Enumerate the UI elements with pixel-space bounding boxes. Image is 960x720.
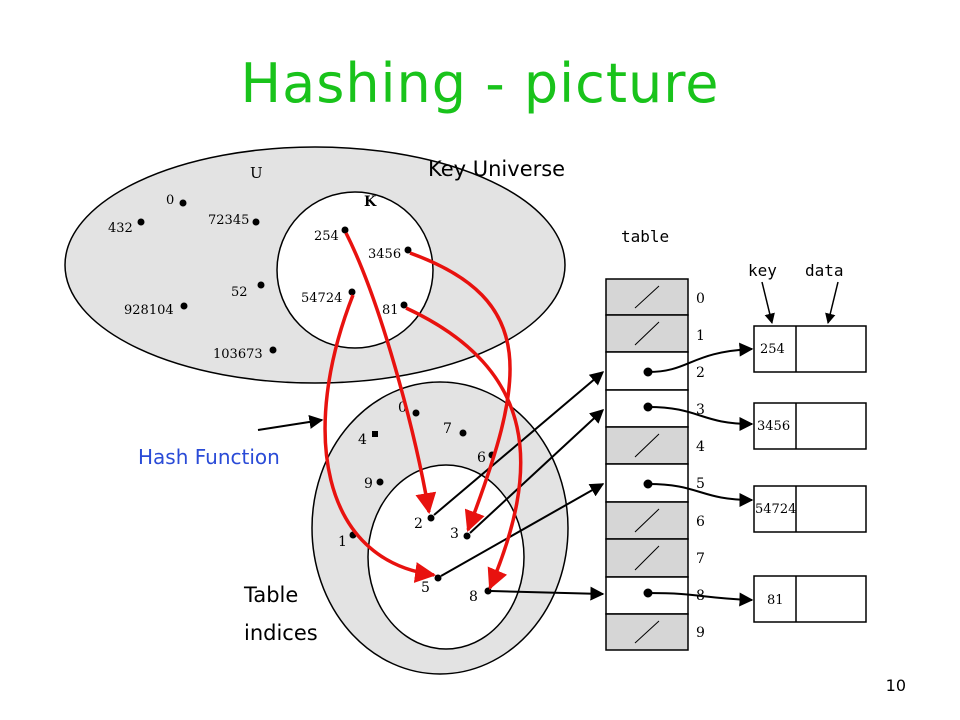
index-4: 4: [358, 431, 378, 448]
svg-text:432: 432: [108, 221, 133, 236]
used-indices-circle: [367, 464, 525, 650]
index-9: 9: [364, 476, 384, 492]
hash-3456-to-3: [409, 251, 512, 532]
svg-text:1: 1: [338, 534, 347, 550]
svg-text:3456: 3456: [757, 419, 790, 434]
key-54724: 54724: [301, 288, 356, 306]
row-label-0: 0: [696, 291, 705, 307]
record-3456: 3456: [753, 402, 867, 450]
pointer-slot-5: [647, 483, 754, 507]
svg-text:3456: 3456: [368, 247, 401, 262]
svg-text:0: 0: [398, 400, 407, 416]
svg-text:0: 0: [166, 193, 174, 208]
svg-text:54724: 54724: [301, 291, 342, 306]
arrow-index-5: [440, 483, 605, 577]
svg-text:81: 81: [382, 303, 399, 318]
svg-text:103673: 103673: [213, 347, 263, 362]
svg-text:72345: 72345: [208, 213, 249, 228]
slide-number: 10: [885, 676, 906, 695]
hash-54724-to-5: [323, 294, 437, 583]
hash-254-to-2: [344, 232, 437, 515]
svg-text:254: 254: [760, 342, 785, 357]
index-5: 5: [421, 574, 442, 596]
key-pointer-arrow: [761, 281, 775, 325]
row-label-5: 5: [696, 476, 705, 492]
key-0: 0: [166, 193, 187, 208]
arrow-index-3: [469, 409, 605, 534]
pointer-slot-2: [647, 342, 754, 373]
svg-text:8: 8: [469, 589, 478, 605]
key-3456: 3456: [368, 246, 412, 262]
row-label-7: 7: [696, 551, 705, 567]
svg-text:4: 4: [358, 432, 367, 448]
row-label-1: 1: [696, 328, 705, 344]
pointer-slot-8: [647, 592, 754, 607]
row-label-9: 9: [696, 625, 705, 641]
key-928104: 928104: [124, 302, 188, 318]
svg-text:928104: 928104: [124, 303, 174, 318]
svg-text:81: 81: [767, 593, 784, 608]
universe-label-u: U: [250, 164, 263, 182]
table-indices-label-line2: indices: [244, 621, 318, 645]
index-3: 3: [450, 526, 471, 542]
svg-text:7: 7: [443, 421, 452, 437]
row-label-6: 6: [696, 514, 705, 530]
index-7: 7: [443, 421, 467, 437]
data-column-label: data: [805, 261, 844, 280]
record-254: 254: [753, 325, 867, 373]
index-0: 0: [398, 400, 420, 417]
svg-text:3: 3: [450, 526, 459, 542]
key-254: 254: [314, 226, 349, 244]
empty-slot-slashes: [634, 285, 660, 644]
key-universe-label: Key Universe: [428, 157, 565, 181]
svg-text:6: 6: [477, 450, 486, 466]
table-row-labels: 0 1 2 3 4 5 6 7 8 9: [696, 291, 705, 641]
hash-81-to-8: [405, 306, 523, 590]
index-2: 2: [414, 514, 435, 532]
slide-title: Hashing - picture: [240, 52, 720, 115]
data-pointer-arrow: [825, 281, 839, 325]
svg-text:9: 9: [364, 476, 373, 492]
key-52: 52: [231, 281, 265, 300]
table-label: table: [621, 227, 669, 246]
key-103673: 103673: [213, 346, 277, 362]
svg-text:52: 52: [231, 285, 248, 300]
hash-function-label: Hash Function: [138, 445, 280, 469]
row-label-3: 3: [696, 402, 705, 418]
key-column-label: key: [748, 261, 777, 280]
key-72345: 72345: [208, 213, 260, 228]
svg-text:254: 254: [314, 229, 339, 244]
slot-to-record-pointers: [643, 342, 754, 607]
svg-text:5: 5: [421, 580, 430, 596]
hash-function-arrow: [257, 415, 324, 431]
row-label-2: 2: [696, 365, 705, 381]
pointer-slot-3: [647, 406, 754, 431]
table-indices-label-line1: Table: [243, 583, 298, 607]
hash-mapping-arrows: [323, 232, 523, 590]
arrow-index-8: [490, 586, 605, 601]
record-54724: 54724: [753, 485, 867, 533]
keys-label-k: K: [364, 194, 377, 210]
svg-text:54724: 54724: [755, 502, 796, 517]
key-432: 432: [108, 218, 145, 236]
record-81: 81: [753, 575, 867, 623]
svg-text:2: 2: [414, 516, 423, 532]
key-81: 81: [382, 301, 408, 318]
row-label-4: 4: [696, 439, 705, 455]
actual-keys-circle: [276, 191, 434, 349]
